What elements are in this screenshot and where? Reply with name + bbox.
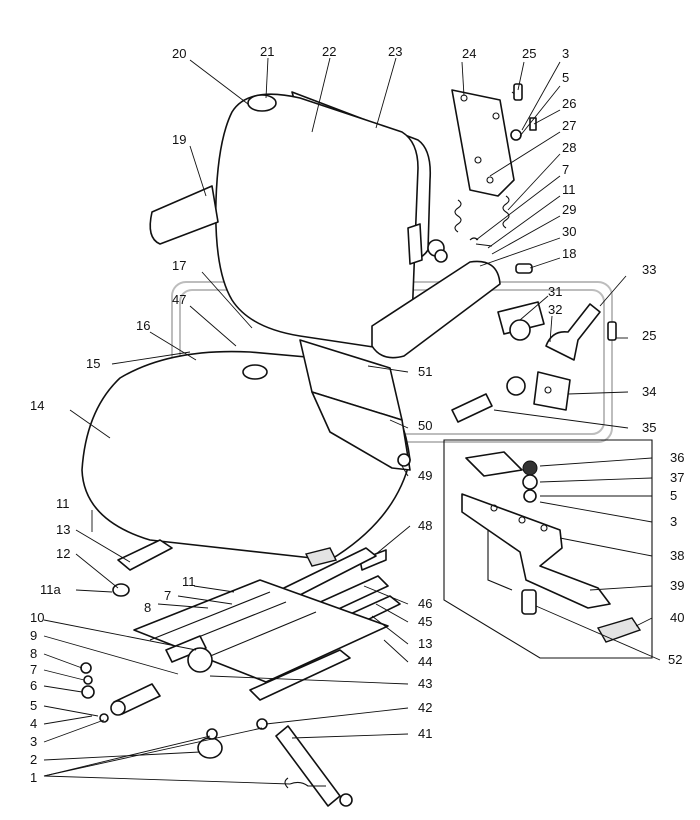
fasteners [80,635,268,759]
callout-23: 23 [388,44,402,59]
callout-46: 46 [418,596,432,611]
callout-45: 45 [418,614,432,629]
callout-3-right: 3 [670,514,677,529]
callout-10: 10 [30,610,44,625]
callout-7: 7 [562,162,569,177]
callout-25: 25 [522,46,536,61]
callout-5-left: 5 [30,698,37,713]
callout-52: 52 [668,652,682,667]
callout-6: 6 [30,678,37,693]
callout-19: 19 [172,132,186,147]
callout-38: 38 [670,548,684,563]
leader-lines [43,57,661,785]
callout-37: 37 [670,470,684,485]
callout-39: 39 [670,578,684,593]
bracket-subassembly [443,439,653,659]
callout-35: 35 [642,420,656,435]
callout-4: 4 [30,716,37,731]
callout-43: 43 [418,676,432,691]
callout-1: 1 [30,770,37,785]
callout-15: 15 [86,356,100,371]
gas-strut [275,725,353,807]
callout-7-left: 7 [30,662,37,677]
callout-5-right: 5 [670,488,677,503]
callout-labels: 20 21 22 23 24 25 3 5 26 27 28 7 11 29 3… [30,44,684,785]
callout-51: 51 [418,364,432,379]
callout-50: 50 [418,418,432,433]
callout-41: 41 [418,726,432,741]
callout-11-left: 11 [56,496,70,511]
callout-34: 34 [642,384,656,399]
callout-36: 36 [670,450,684,465]
callout-27: 27 [562,118,576,133]
seat-pan-frame [299,339,411,471]
callout-49: 49 [418,468,432,483]
callout-21: 21 [260,44,274,59]
callout-3: 3 [562,46,569,61]
lever-group [451,301,617,423]
callout-9: 9 [30,628,37,643]
callout-13: 13 [56,522,70,537]
callout-42: 42 [418,700,432,715]
base-frame [112,539,389,701]
callout-8-base: 8 [144,600,151,615]
callout-44: 44 [418,654,432,669]
callout-29: 29 [562,202,576,217]
callout-26: 26 [562,96,576,111]
callout-18: 18 [562,246,576,261]
callout-25-right: 25 [642,328,656,343]
callout-16: 16 [136,318,150,333]
callout-3-left: 3 [30,734,37,749]
callout-7-base: 7 [164,588,171,603]
callout-12: 12 [56,546,70,561]
callout-31: 31 [548,284,562,299]
callout-11a: 11a [40,582,61,597]
callout-11: 11 [562,182,576,197]
callout-13-right: 13 [418,636,432,651]
callout-48: 48 [418,518,432,533]
callout-22: 22 [322,44,336,59]
callout-8-left: 8 [30,646,37,661]
callout-5: 5 [562,70,569,85]
backrest [149,91,432,349]
callout-11-base: 11 [182,574,196,589]
headrest-bar [149,185,219,245]
callout-20: 20 [172,46,186,61]
callout-47: 47 [172,292,186,307]
hinge-plate [451,83,537,197]
callout-17: 17 [172,258,186,273]
callout-24: 24 [462,46,476,61]
callout-2: 2 [30,752,37,767]
callout-30: 30 [562,224,576,239]
callout-33: 33 [642,262,656,277]
callout-14: 14 [30,398,44,413]
armrest [371,239,533,359]
callout-28: 28 [562,140,576,155]
callout-32: 32 [548,302,562,317]
callout-40: 40 [670,610,684,625]
